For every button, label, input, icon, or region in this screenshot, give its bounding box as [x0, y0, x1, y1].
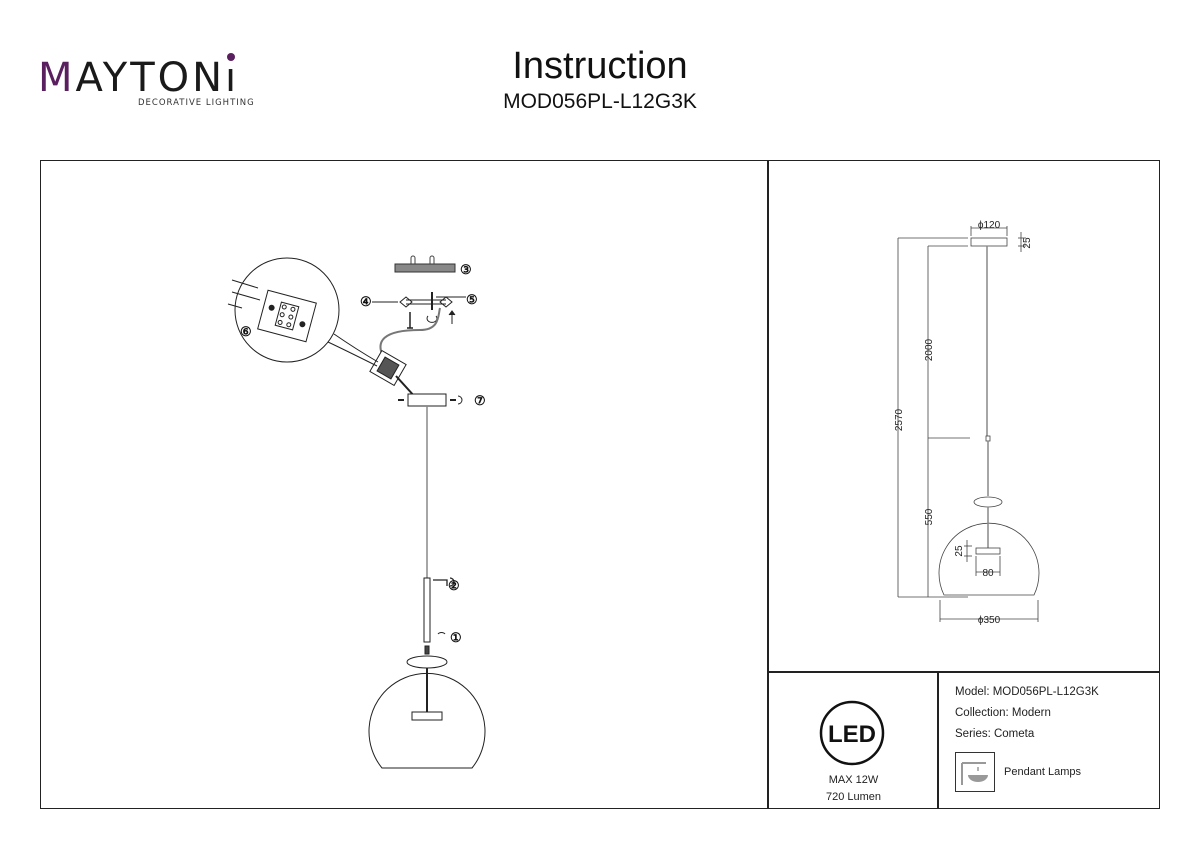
terminal-detail-magnifier	[227, 257, 379, 367]
page-title: Instruction	[512, 45, 688, 87]
total-height-label: 2570	[894, 408, 905, 431]
led-icon-label: LED	[828, 721, 876, 748]
frame-divider	[767, 160, 769, 809]
lumen-output: 720 Lumen	[825, 791, 882, 803]
frame-divider	[937, 671, 939, 809]
drawing-frame	[40, 160, 1160, 809]
step-2-label: ②	[448, 578, 460, 593]
ceiling-plate	[394, 255, 456, 273]
category-label: Pendant Lamps	[1004, 766, 1082, 778]
dimension-drawing	[897, 226, 1040, 622]
cable-length-label: 2000	[924, 338, 935, 361]
brand-tagline: DECORATIVE LIGHTING	[138, 98, 255, 108]
led-icon: LED	[819, 700, 885, 766]
canopy-outline	[970, 237, 1008, 247]
spec-collection: Collection: Modern	[955, 707, 1051, 719]
lamp-height-label: 550	[924, 508, 935, 525]
brand-logo: MAYTONı DECORATIVE LIGHTING	[38, 53, 254, 112]
step-5-label: ⑤	[466, 292, 478, 307]
frame-divider	[767, 671, 1160, 673]
step-6-label: ⑥	[240, 324, 252, 339]
canopy-height-label: 25	[1022, 237, 1033, 249]
led-module-width-label: 80	[982, 568, 994, 579]
model-number: MOD056PL-L12G3K	[503, 90, 697, 113]
globe-shade	[368, 645, 486, 769]
step-4-label: ④	[360, 294, 372, 309]
canopy	[407, 393, 447, 407]
max-power: MAX 12W	[828, 774, 879, 786]
shade-diameter-label: ϕ350	[978, 615, 1001, 626]
spec-series: Series: Cometa	[955, 728, 1035, 740]
pendant-lamp-icon	[955, 752, 995, 792]
led-module-height-label: 25	[954, 545, 965, 557]
suspension-rod	[423, 577, 431, 643]
spec-model: Model: MOD056PL-L12G3K	[955, 686, 1099, 698]
power-cable	[379, 307, 441, 363]
assembly-drawing: ② ① ③ ④ ⑤ ⑥ ⑦	[227, 255, 486, 769]
canopy-diameter-label: ϕ120	[978, 220, 1001, 231]
step-1-label: ①	[450, 630, 462, 645]
mounting-bracket	[372, 292, 466, 329]
brand-name: MAYTONı	[38, 53, 240, 101]
step-3-label: ③	[460, 262, 472, 277]
step-7-label: ⑦	[474, 393, 486, 408]
